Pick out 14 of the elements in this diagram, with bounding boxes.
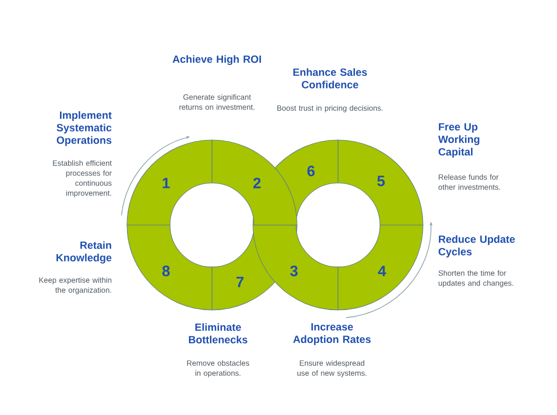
ring-segment: 8: [126, 224, 212, 310]
step-heading: Free Up Working Capital: [438, 123, 480, 158]
ring-segment: 4: [338, 224, 424, 310]
step-heading: Increase Adoption Rates: [293, 323, 371, 346]
step-heading: Enhance Sales Confidence: [293, 68, 367, 88]
step-heading: Implement Systematic Operations: [56, 111, 112, 146]
step-heading: Reduce Update Cycles: [438, 235, 515, 258]
step-heading: Retain Knowledge: [56, 241, 112, 264]
ring-segment: 5: [338, 140, 424, 226]
ring-segment: 2: [212, 140, 298, 226]
step-heading: Achieve High ROI: [172, 55, 261, 66]
step-heading: Eliminate Bottlenecks: [188, 323, 248, 344]
ring-segment: 1: [126, 140, 212, 226]
ring-segment: 3: [252, 224, 338, 310]
